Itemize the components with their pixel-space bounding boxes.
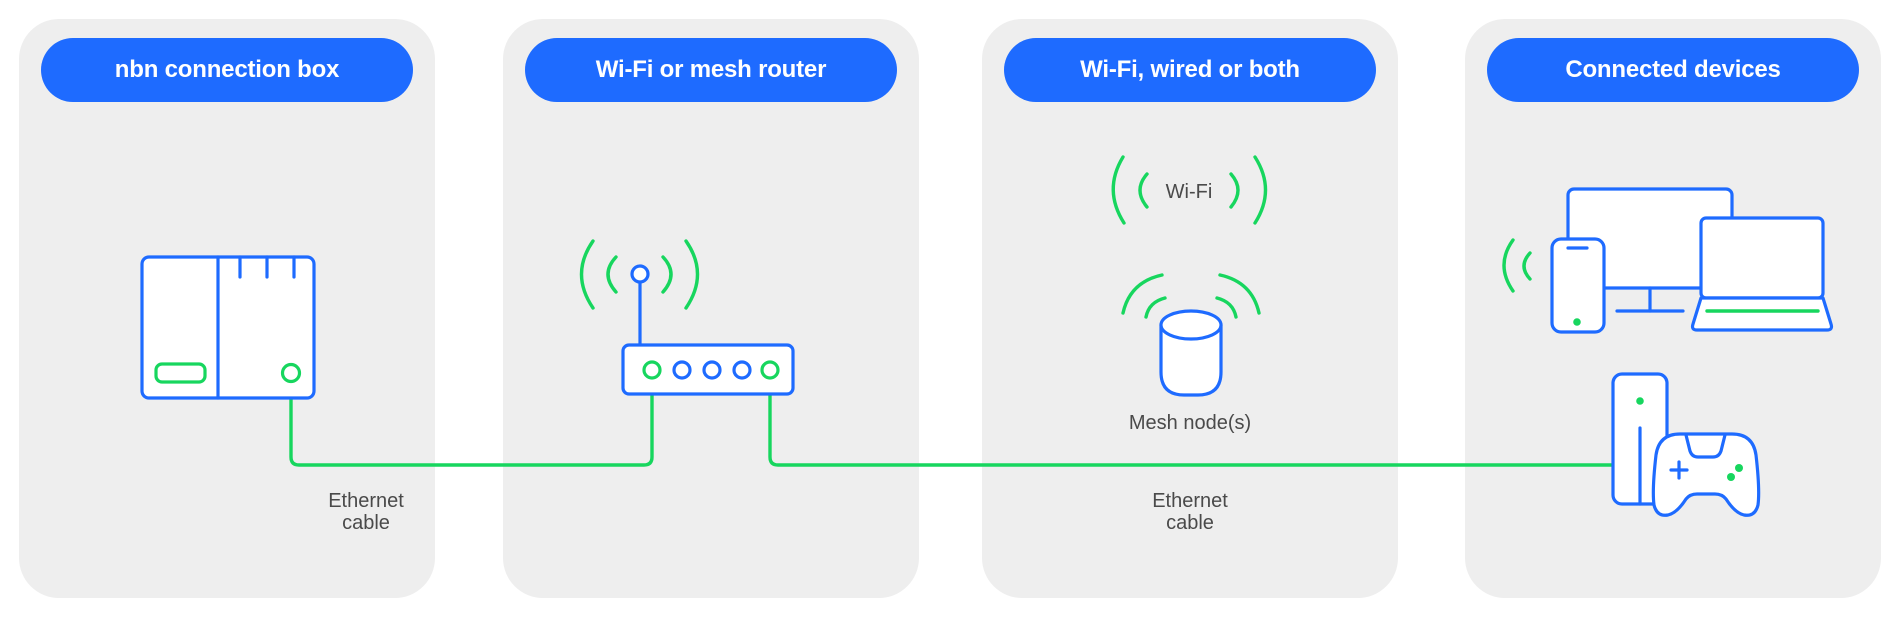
ethernet-cable-label-1: Ethernet (328, 490, 404, 512)
stage-title-devices: Connected devices (1487, 38, 1859, 102)
devices-icon (1502, 187, 1834, 517)
laptop-icon (1690, 216, 1834, 332)
stage-panel-nbn-box: nbn connection box (19, 19, 435, 598)
wifi-signal-icon (579, 239, 595, 310)
game-controller-icon (1651, 432, 1761, 517)
router-port-lan (760, 360, 780, 380)
ethernet-cable-router-to-devices (768, 376, 1615, 467)
router-port (672, 360, 692, 380)
ethernet-cable-label-1b: cable (342, 512, 390, 534)
ethernet-cable-label-1-line1: Ethernet (328, 490, 404, 512)
stage-title-nbn-box: nbn connection box (41, 38, 413, 102)
wifi-label: Wi-Fi (1166, 181, 1213, 203)
stage-title-router: Wi-Fi or mesh router (525, 38, 897, 102)
phone-wifi-signal-icon (1502, 238, 1515, 293)
ethernet-cable-nbn-to-router (289, 376, 654, 467)
router-port-wan (642, 360, 662, 380)
ethernet-port-icon (280, 362, 302, 384)
status-light-icon (154, 362, 207, 384)
ethernet-cable-label-2-line2: cable (1166, 512, 1214, 534)
nbn-connection-box-icon (140, 255, 316, 400)
phone-icon (1550, 237, 1606, 334)
wifi-indicator: Wi-Fi (1111, 155, 1268, 225)
stage-panel-mesh: Wi-Fi, wired or both (982, 19, 1398, 598)
ethernet-cable-label-2b: cable (1166, 512, 1214, 534)
ethernet-cable-label-2: Ethernet (1152, 490, 1228, 512)
ethernet-cable-label-2-line1: Ethernet (1152, 490, 1228, 512)
stage-panel-router: Wi-Fi or mesh router (503, 19, 919, 598)
router-port (702, 360, 722, 380)
mesh-node-icon: Mesh node(s) (1121, 273, 1261, 434)
router-icon (579, 239, 795, 396)
stage-title-mesh: Wi-Fi, wired or both (1004, 38, 1376, 102)
router-port (732, 360, 752, 380)
mesh-node-label: Mesh node(s) (1129, 412, 1251, 434)
ethernet-cable-label-1-line2: cable (342, 512, 390, 534)
